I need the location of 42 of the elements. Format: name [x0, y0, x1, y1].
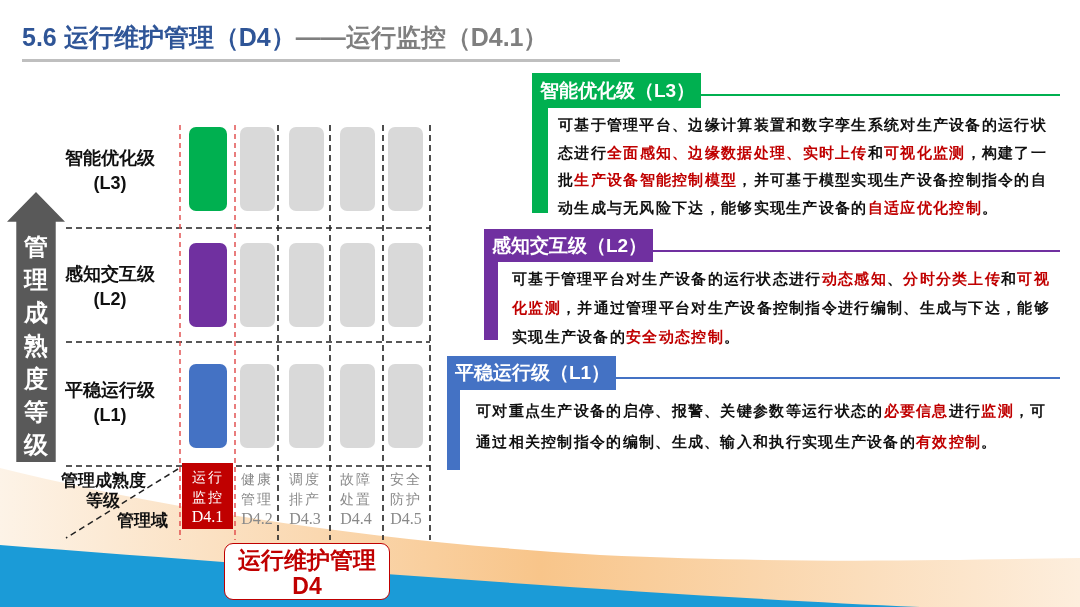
level-bar [189, 243, 227, 327]
domain-code: D4.4 [339, 509, 373, 529]
axis-label: 管理域 [115, 511, 169, 531]
domain-group-box [224, 543, 390, 600]
level-heading: 感知交互级（L2） [484, 229, 654, 262]
level-bar [189, 127, 227, 211]
level-bar [240, 127, 275, 211]
domain-box [182, 463, 233, 529]
level-bar [240, 243, 275, 327]
level-bar [289, 364, 324, 448]
level-bar [189, 364, 227, 448]
domain-name: 调度排产 [288, 470, 322, 509]
level-bar [388, 243, 423, 327]
level-label: 平稳运行级(L1) [64, 379, 156, 427]
level-heading: 平稳运行级（L1） [447, 356, 617, 390]
domain-name: 运行监控 [190, 468, 225, 507]
level-description: 可基于管理平台对生产设备的运行状态进行动态感知、分时分类上传和可视化监测，并通过管理平台对生产设备控制指令进行编制、生成与下达，能够实现生产设备的安全动态控制。 [512, 269, 1051, 347]
slide-title: 5.6 运行维护管理（D4）——运行监控（D4.1） [22, 22, 549, 53]
level-bar [388, 127, 423, 211]
level-description: 可对重点生产设备的启停、报警、关键参数等运行状态的必要信息进行监测，可通过相关控制指令的编制、生成、输入和执行实现生产设备的有效控制。 [476, 401, 1048, 452]
level-description: 可基于管理平台、边缘计算装置和数字孪生系统对生产设备的运行状态进行全面感知、边缘数据处理、实时上传和可视化监测，构建了一批生产设备智能控制模型，并可基于模型实现生产设备控制指令的自动生成与无风险下达，能够实现生产设备的自适应优化控制。 [558, 115, 1049, 218]
axis-label: 管理成熟度等级 [59, 471, 147, 511]
domain-code: D4.2 [240, 509, 274, 529]
domain-code: D4.5 [389, 509, 423, 529]
domain-code: D4.1 [190, 507, 225, 527]
domain-name: 故障处置 [339, 470, 373, 509]
level-label: 感知交互级(L2) [64, 263, 156, 311]
level-bar [340, 243, 375, 327]
axis-title: 管理成熟度等级 [22, 232, 49, 460]
domain-code: D4.3 [288, 509, 322, 529]
level-label: 智能优化级(L3) [64, 147, 156, 195]
level-bar [340, 127, 375, 211]
level-bar [340, 364, 375, 448]
domain-name: 安全防护 [389, 470, 423, 509]
level-bar [289, 127, 324, 211]
domain-group-code: D4 [292, 573, 322, 599]
level-bar [289, 243, 324, 327]
level-heading: 智能优化级（L3） [532, 73, 702, 108]
domain-name: 健康管理 [240, 470, 274, 509]
level-bar [388, 364, 423, 448]
domain-group-name: 运行维护管理 [238, 547, 376, 573]
level-bar [240, 364, 275, 448]
